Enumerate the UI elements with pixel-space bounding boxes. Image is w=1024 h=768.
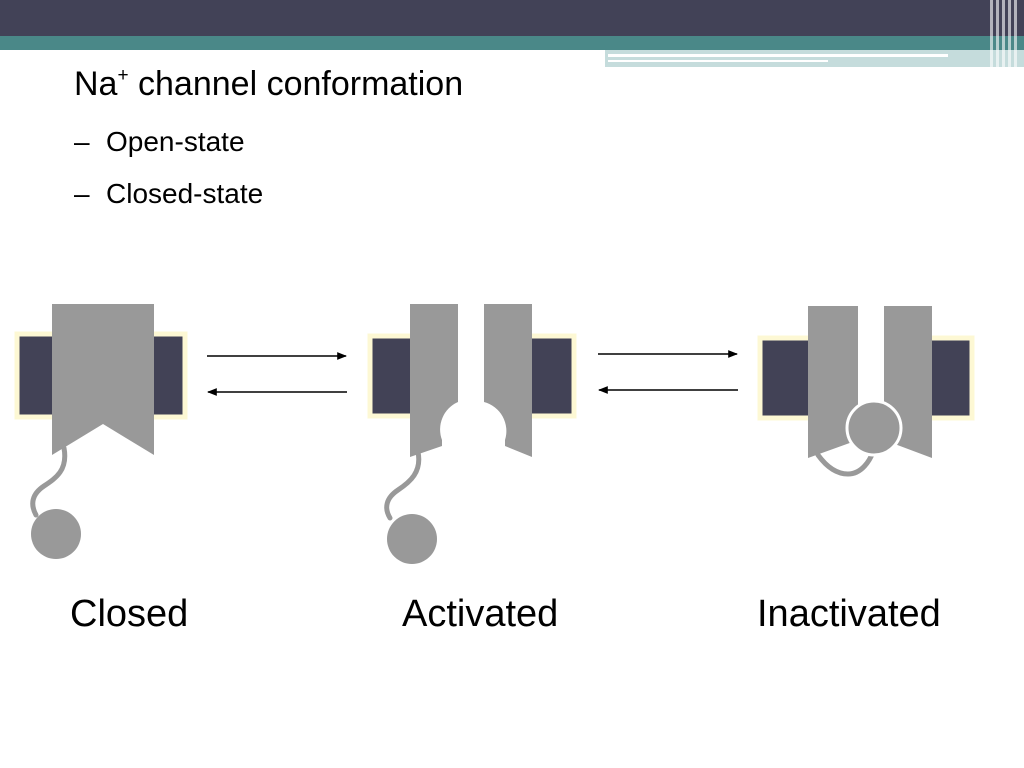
channel-subunit-left [808, 306, 858, 458]
membrane-left [757, 335, 815, 421]
membrane-left [367, 333, 418, 419]
channel-subunit-right [484, 304, 532, 457]
membrane-right [147, 331, 188, 420]
inactivation-ball [387, 514, 437, 564]
title-superscript: + [117, 65, 129, 86]
header-band [0, 0, 1024, 67]
inactivation-tether [384, 449, 422, 521]
bullet-open-state: –Open-state [74, 124, 245, 160]
channel-subunit-right [103, 304, 154, 455]
label-activated: Activated [402, 593, 559, 635]
label-closed: Closed [70, 593, 189, 635]
inactivation-tether [30, 445, 68, 518]
membrane-right [525, 333, 577, 419]
membrane-left [14, 331, 60, 420]
inactivation-ball [845, 399, 903, 457]
closed-channel [14, 304, 188, 559]
title-rest: channel conformation [128, 65, 464, 103]
inactivated-channel [757, 306, 975, 477]
channel-subunit-left [52, 304, 103, 455]
title-main: Na [74, 65, 118, 103]
bullet-text: Open-state [106, 126, 245, 157]
slide-title: Na+ channel conformation [74, 62, 463, 106]
membrane-right [925, 335, 975, 421]
bullet-dash: – [74, 178, 90, 209]
bullet-closed-state: –Closed-state [74, 176, 263, 212]
channel-subunit-left [410, 304, 458, 457]
label-inactivated: Inactivated [757, 593, 941, 635]
bullet-dash: – [74, 126, 90, 157]
inactivation-tether [815, 449, 876, 477]
bullet-text: Closed-state [106, 178, 264, 209]
activated-channel [367, 304, 577, 564]
channel-diagram [14, 304, 975, 564]
inactivation-ball [31, 509, 81, 559]
